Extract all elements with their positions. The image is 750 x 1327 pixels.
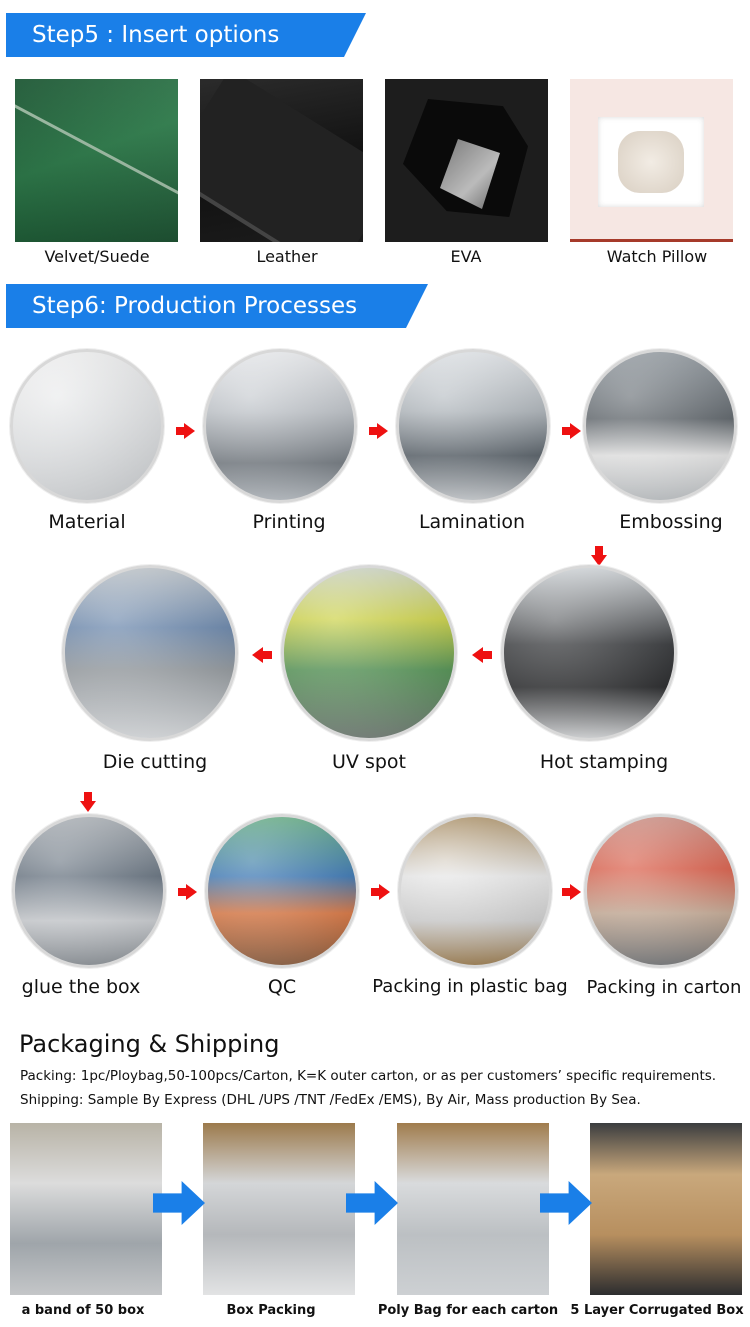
- arrow-right-icon: [369, 423, 388, 439]
- velvet-suede-image: [15, 79, 178, 242]
- process-label-hot-stamping: Hot stamping: [539, 751, 669, 773]
- arrow-down-icon: [591, 546, 607, 566]
- material-photo: [10, 349, 164, 503]
- poly-bag-photo: [397, 1123, 549, 1295]
- process-label-embossing: Embossing: [619, 511, 723, 533]
- watch-pillow-label: Watch Pillow: [606, 247, 708, 266]
- die-cutting-photo: [62, 565, 238, 741]
- arrow-left-icon: [472, 647, 492, 663]
- ship-label-band: a band of 50 box: [21, 1303, 145, 1318]
- arrow-right-icon: [562, 884, 581, 900]
- corrugated-box-photo: [590, 1123, 742, 1295]
- arrow-left-icon: [252, 647, 272, 663]
- printing-photo: [203, 349, 357, 503]
- step5-banner: Step5 : Insert options: [6, 13, 366, 57]
- step6-title: Step6: Production Processes: [32, 293, 358, 319]
- step6-banner: Step6: Production Processes: [6, 284, 428, 328]
- leather-image: [200, 79, 363, 242]
- packaging-title: Packaging & Shipping: [19, 1030, 280, 1058]
- packing-carton-photo: [584, 814, 738, 968]
- embossing-photo: [583, 349, 737, 503]
- lamination-photo: [396, 349, 550, 503]
- packing-plastic-bag-photo: [398, 814, 552, 968]
- process-label-lamination: Lamination: [418, 511, 526, 533]
- velvet-suede-label: Velvet/Suede: [44, 247, 150, 266]
- process-label-material: Material: [48, 511, 126, 533]
- ship-label-poly-bag: Poly Bag for each carton: [377, 1303, 559, 1318]
- process-label-qc: QC: [267, 976, 297, 998]
- arrow-right-icon: [371, 884, 390, 900]
- watch-pillow-image: [570, 79, 733, 242]
- hot-stamping-photo: [501, 565, 677, 741]
- process-label-printing: Printing: [252, 511, 326, 533]
- process-label-die-cutting: Die cutting: [102, 751, 208, 773]
- glue-the-box-photo: [12, 814, 166, 968]
- ship-label-box-packing: Box Packing: [226, 1303, 316, 1318]
- packing-info: Packing: 1pc/Ploybag,50-100pcs/Carton, K…: [20, 1068, 717, 1084]
- qc-photo: [205, 814, 359, 968]
- arrow-right-icon: [176, 423, 195, 439]
- arrow-right-icon: [562, 423, 581, 439]
- shipping-info: Shipping: Sample By Express (DHL /UPS /T…: [20, 1092, 641, 1108]
- uv-spot-photo: [281, 565, 457, 741]
- ship-label-corrugated: 5 Layer Corrugated Box: [570, 1303, 744, 1318]
- arrow-down-icon: [80, 792, 96, 812]
- eva-label: EVA: [450, 247, 482, 266]
- step5-title: Step5 : Insert options: [32, 22, 280, 48]
- process-label-packing-carton: Packing in carton: [586, 977, 742, 998]
- box-packing-photo: [203, 1123, 355, 1295]
- arrow-right-icon: [178, 884, 197, 900]
- band-of-50-box-photo: [10, 1123, 162, 1295]
- eva-image: [385, 79, 548, 242]
- process-label-uv-spot: UV spot: [332, 751, 406, 773]
- process-label-glue-the-box: glue the box: [21, 976, 141, 998]
- leather-label: Leather: [256, 247, 318, 266]
- process-label-packing-plastic-bag: Packing in plastic bag: [372, 976, 568, 997]
